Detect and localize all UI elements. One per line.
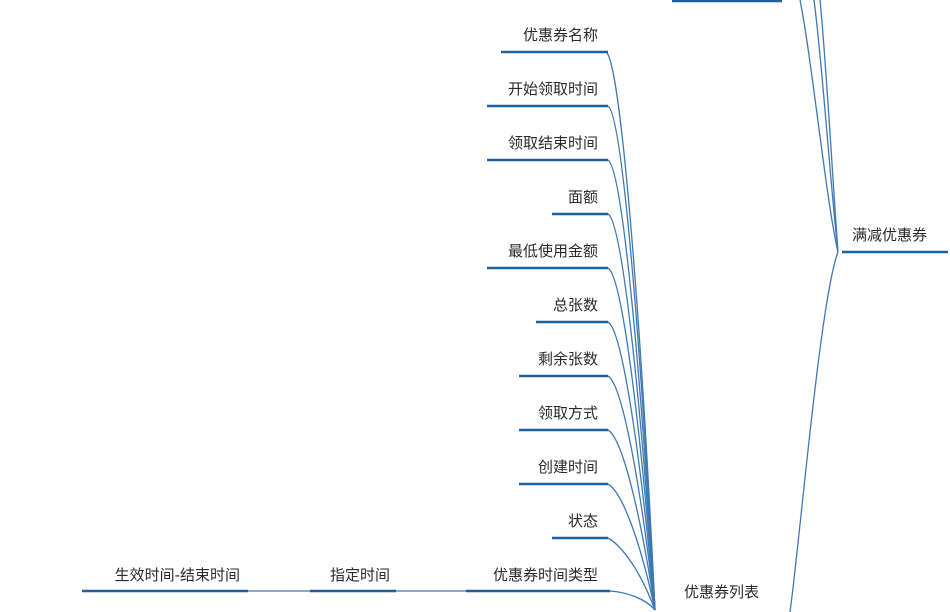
branch-field-10 xyxy=(609,590,656,611)
field-label-4[interactable]: 最低使用金额 xyxy=(508,242,598,260)
field-label-3[interactable]: 面额 xyxy=(568,188,598,206)
list-node-label[interactable]: 优惠券列表 xyxy=(684,583,759,601)
branch-field-4 xyxy=(607,267,656,611)
branch-field-1 xyxy=(607,105,656,611)
node-labels: 优惠券名称 开始领取时间 领取结束时间 面额 最低使用金额 总张数 剩余张数 领… xyxy=(115,26,927,601)
branch-parent-up-3 xyxy=(819,0,839,253)
field-label-2[interactable]: 领取结束时间 xyxy=(508,134,598,152)
field-label-1[interactable]: 开始领取时间 xyxy=(508,80,598,98)
branch-parent-up-1 xyxy=(799,0,839,253)
branch-field-7 xyxy=(607,429,656,611)
branch-parent-up-2 xyxy=(813,0,839,253)
field-label-6[interactable]: 剩余张数 xyxy=(538,350,598,368)
branch-field-6 xyxy=(607,375,656,611)
time-option-label[interactable]: 指定时间 xyxy=(330,566,390,584)
node-underlines xyxy=(82,0,948,593)
branch-field-5 xyxy=(607,321,656,611)
time-range-label[interactable]: 生效时间-结束时间 xyxy=(115,566,240,584)
field-label-9[interactable]: 状态 xyxy=(568,512,598,530)
field-label-8[interactable]: 创建时间 xyxy=(538,458,598,476)
branch-connectors xyxy=(248,0,839,612)
parent-node-label[interactable]: 满减优惠券 xyxy=(852,226,927,244)
branch-field-8 xyxy=(607,483,656,611)
field-label-0[interactable]: 优惠券名称 xyxy=(523,26,598,44)
branch-list-to-parent xyxy=(789,251,839,612)
branch-field-2 xyxy=(607,159,656,611)
branch-field-9 xyxy=(607,537,656,611)
branch-field-3 xyxy=(607,213,656,611)
field-label-5[interactable]: 总张数 xyxy=(553,296,598,314)
field-label-10[interactable]: 优惠券时间类型 xyxy=(493,566,598,584)
field-label-7[interactable]: 领取方式 xyxy=(538,404,598,422)
